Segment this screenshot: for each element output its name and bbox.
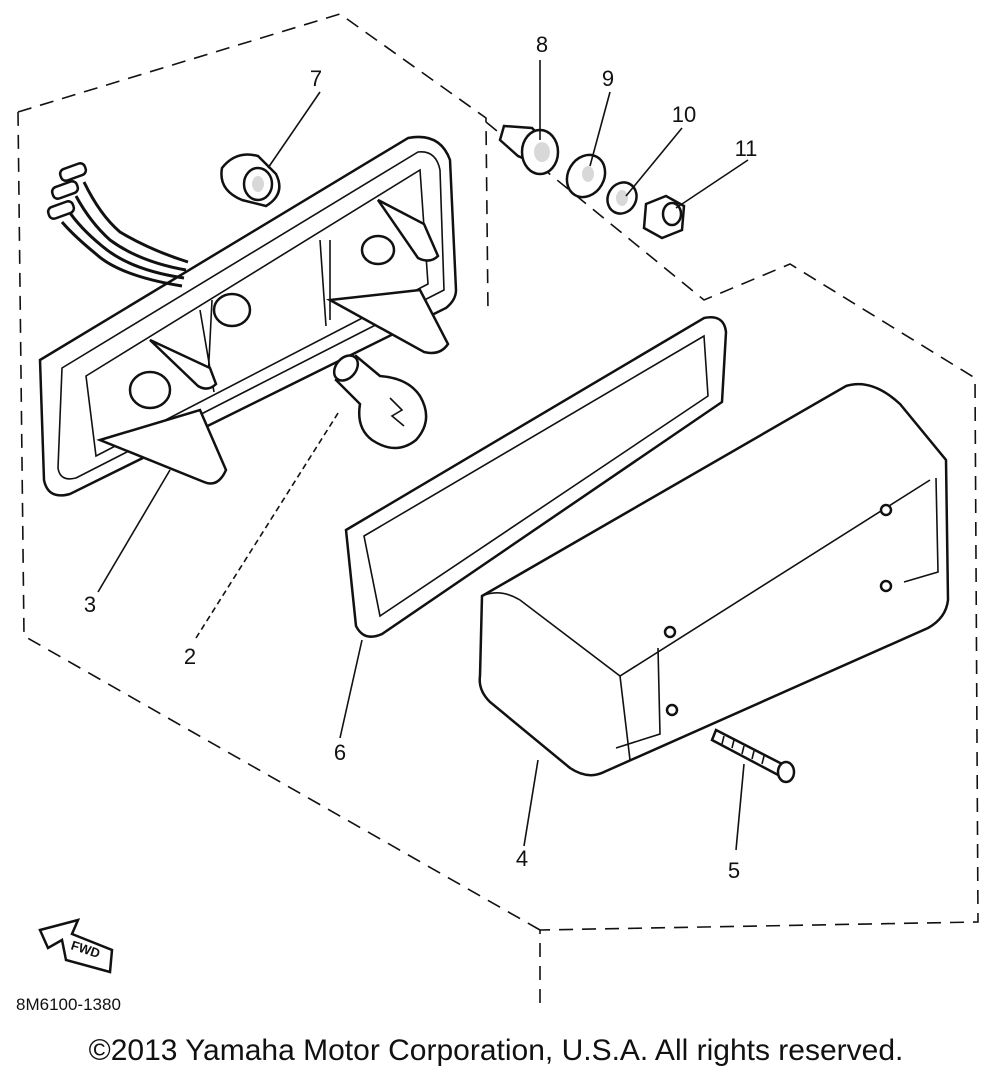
- gasket: [344, 316, 728, 638]
- callout-4: 4: [516, 846, 528, 871]
- callout-2: 2: [184, 644, 196, 669]
- bulb: [332, 354, 428, 450]
- screw: [710, 728, 796, 784]
- collar: [498, 124, 560, 176]
- callout-5: 5: [728, 858, 740, 883]
- callout-8: 8: [536, 32, 548, 57]
- drawing-code: 8M6100-1380: [16, 995, 121, 1014]
- callout-7: 7: [310, 66, 322, 91]
- callout-10: 10: [672, 102, 696, 127]
- callout-11: 11: [735, 136, 758, 161]
- callout-9: 9: [602, 66, 614, 91]
- wire-harness: [82, 181, 189, 264]
- lock-washer: [606, 181, 638, 215]
- copyright-notice: ©2013 Yamaha Motor Corporation, U.S.A. A…: [89, 1034, 904, 1067]
- assembly-boundary: [17, 13, 979, 1012]
- callout-3: 3: [84, 592, 96, 617]
- washer: [565, 153, 607, 199]
- callout-6: 6: [334, 740, 346, 765]
- grommet: [220, 153, 281, 208]
- tail-light-housing: [38, 135, 458, 497]
- fwd-arrow-icon: FWD: [38, 918, 114, 974]
- lens: [478, 382, 950, 777]
- leader-lines: [97, 60, 749, 851]
- nut: [642, 194, 686, 240]
